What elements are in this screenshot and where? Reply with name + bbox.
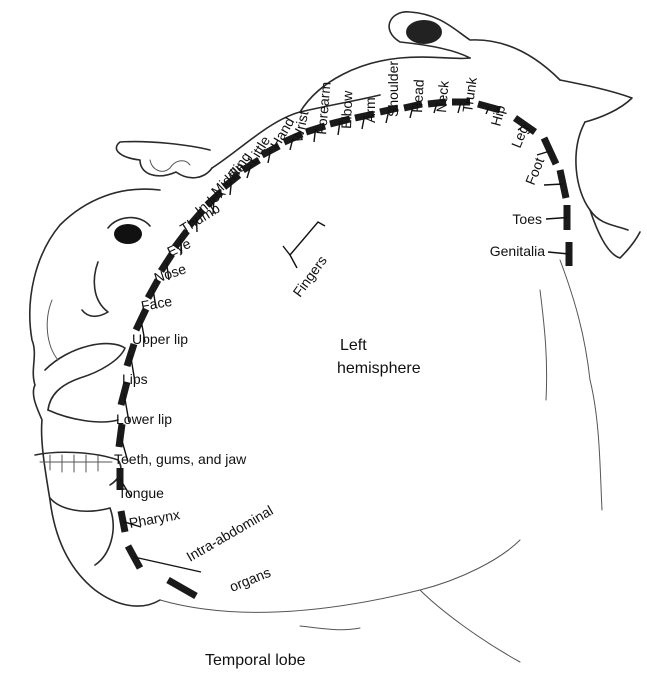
label-nose: Nose — [152, 260, 188, 285]
fingers-group-label: Fingers — [289, 253, 329, 300]
label-teeth-gums-and-jaw: Teeth, gums, and jaw — [114, 451, 247, 467]
homunculus-illustration — [30, 12, 640, 662]
label-foot: Foot — [522, 155, 547, 187]
label-upper-lip: Upper lip — [132, 331, 188, 347]
label-head: Head — [409, 79, 427, 113]
label-shoulder: Shoulder — [385, 61, 401, 117]
label-organs: organs — [227, 564, 273, 595]
label-pharynx: Pharynx — [128, 506, 181, 531]
label-neck: Neck — [433, 79, 452, 113]
segment-organs — [168, 580, 196, 596]
temporal-lobe-label: Temporal lobe — [205, 652, 306, 669]
leader-foot — [544, 184, 563, 185]
eye-shape — [114, 224, 142, 244]
hemisphere-label-line-2: hemisphere — [337, 360, 421, 377]
label-lower-lip: Lower lip — [116, 411, 172, 427]
head-shape — [406, 20, 442, 44]
label-genitalia: Genitalia — [490, 243, 545, 259]
label-intra-abdominal: Intra-abdominal — [184, 502, 276, 564]
label-toes: Toes — [512, 211, 542, 227]
label-arm: Arm — [362, 97, 378, 123]
label-forearm: Forearm — [313, 81, 334, 135]
label-trunk: Trunk — [459, 75, 480, 113]
label-eye: Eye — [165, 235, 194, 260]
label-elbow: Elbow — [338, 90, 355, 130]
fingers-bracket: Fingers — [283, 222, 330, 300]
label-lips: Lips — [122, 371, 148, 387]
region-labels: GenitaliaToesFootLegHipTrunkNeckHeadShou… — [114, 61, 547, 595]
label-tongue: Tongue — [118, 485, 164, 501]
label-face: Face — [140, 293, 174, 314]
hemisphere-label-line-1: Left — [340, 337, 367, 354]
